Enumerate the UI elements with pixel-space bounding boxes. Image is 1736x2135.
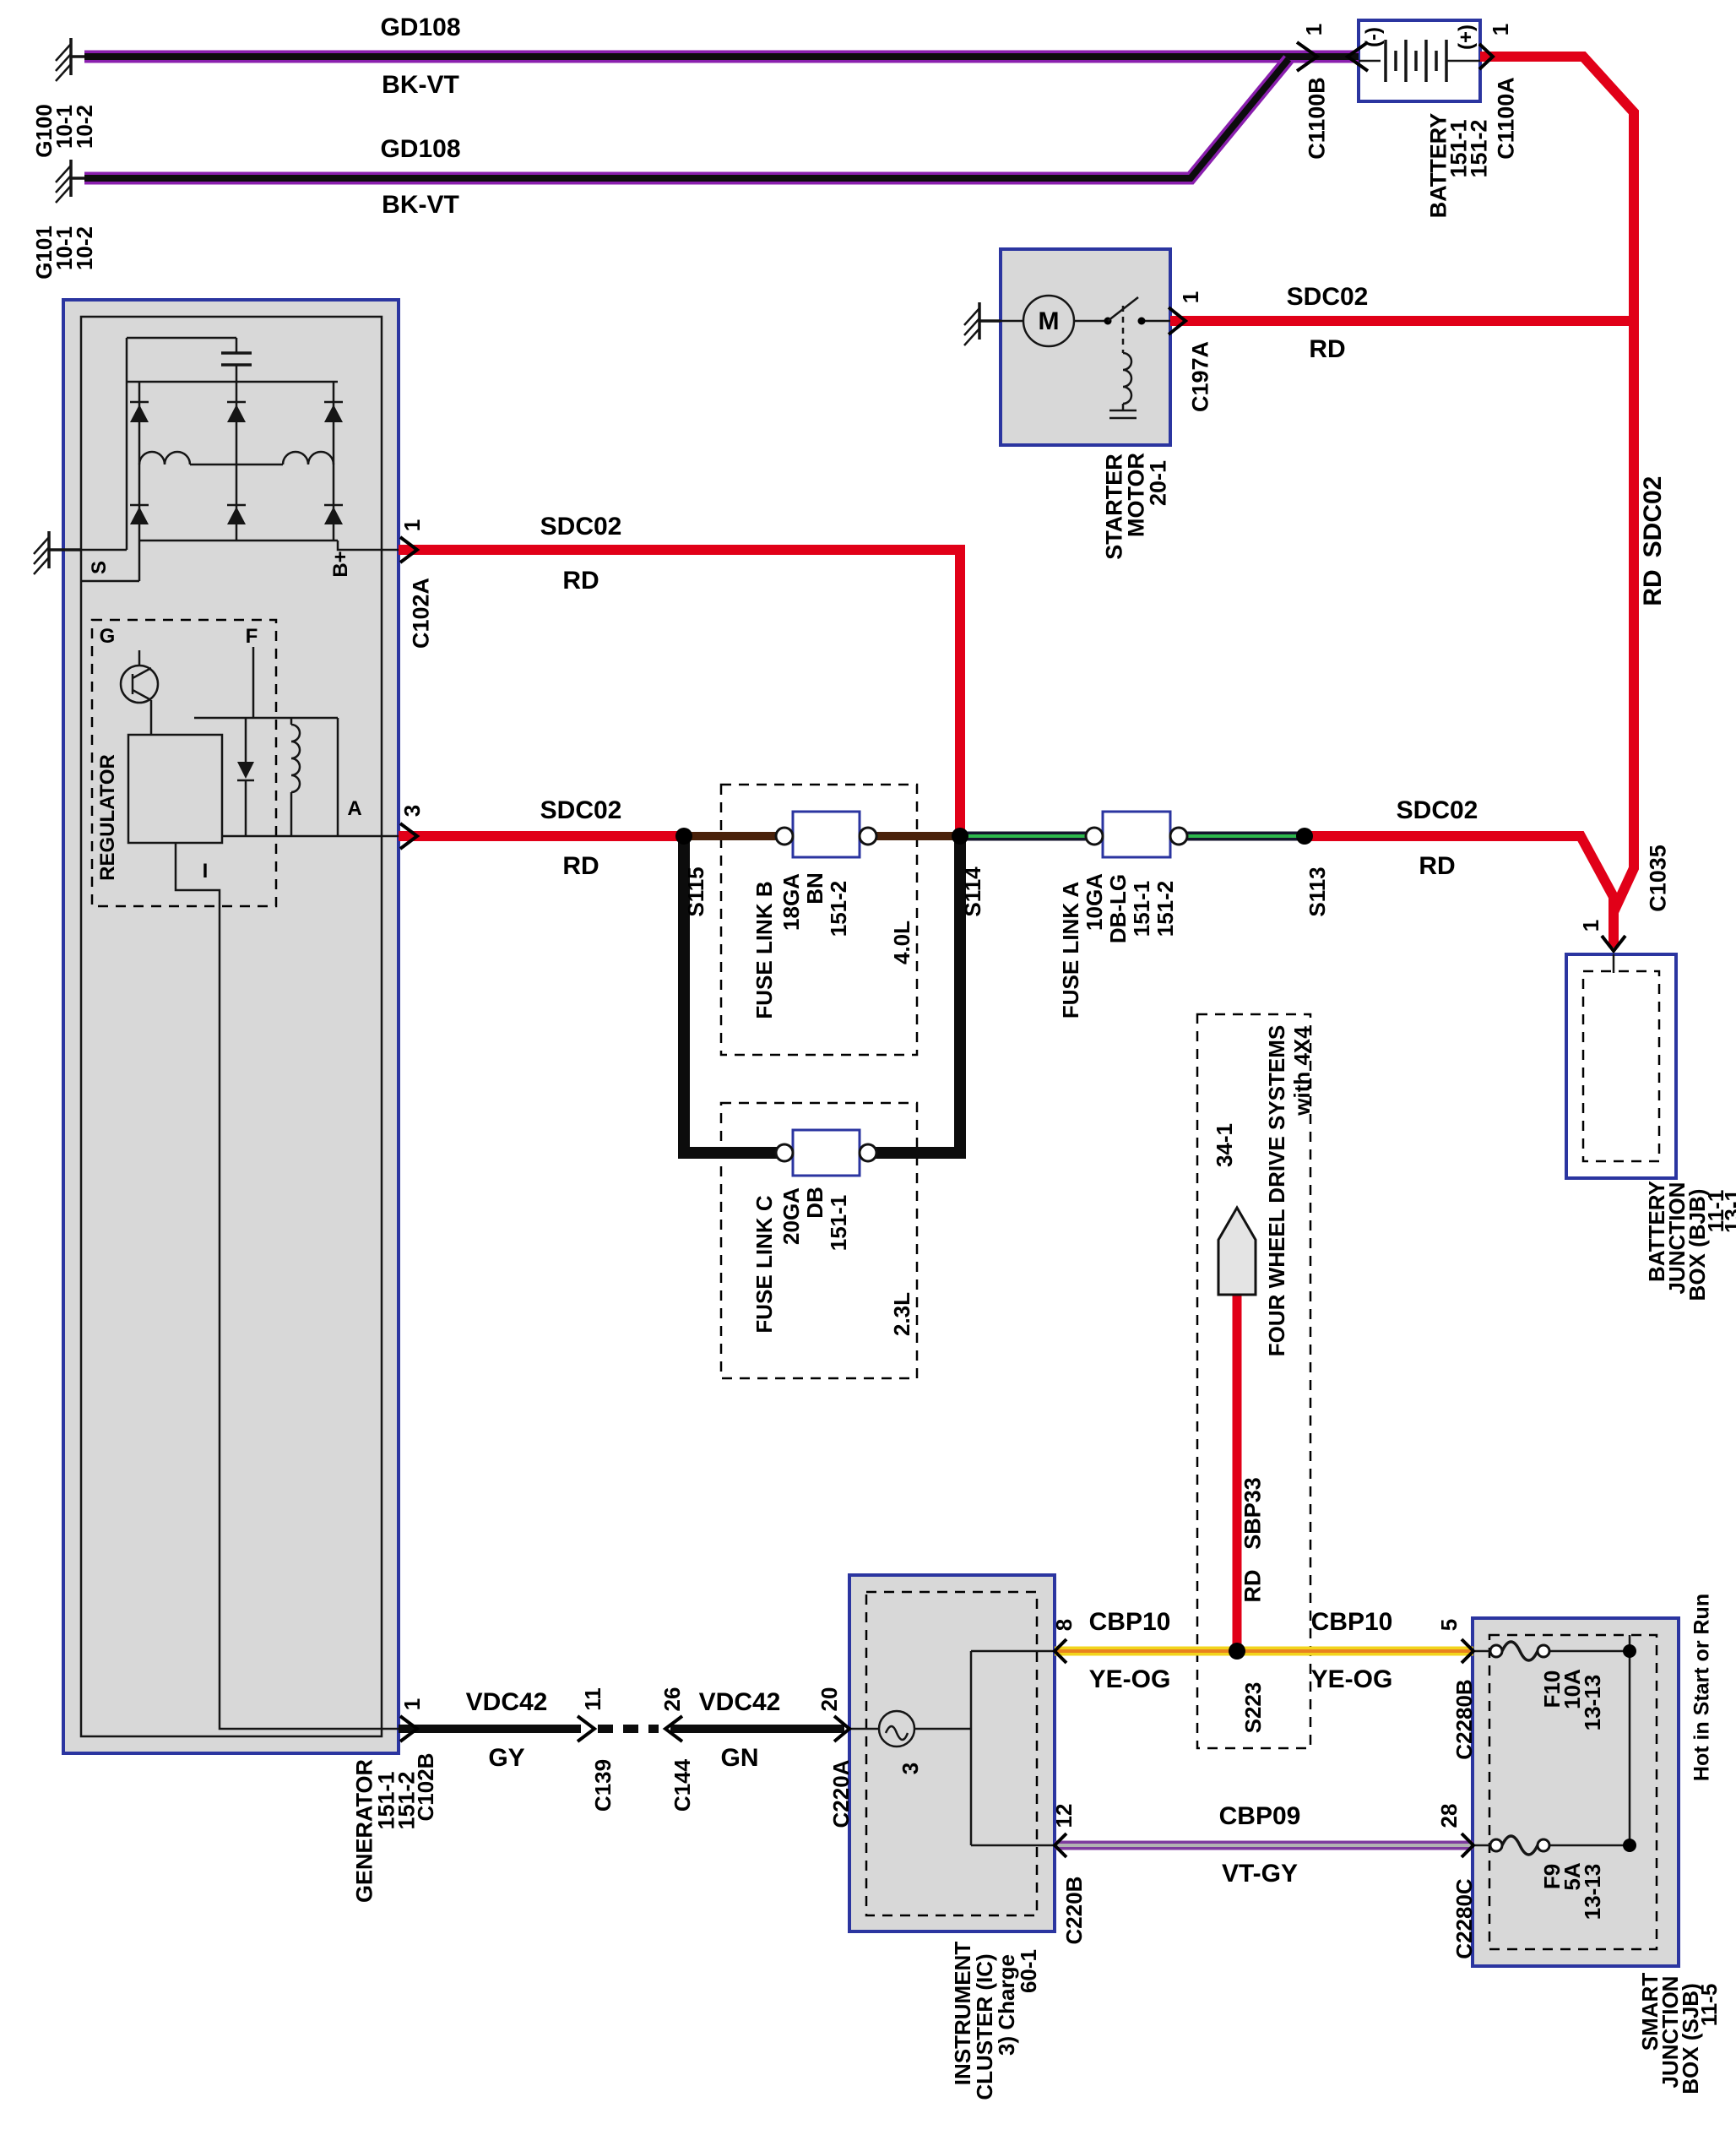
connector-arrow-icons <box>399 41 1627 1859</box>
instrument-cluster-box <box>848 1573 1056 1933</box>
winding-icons <box>138 450 335 466</box>
generator-internals <box>49 336 399 1730</box>
regulator-dashed-box <box>90 618 278 908</box>
fuse-link-a-icon <box>1084 810 1189 859</box>
wire-sdc02-generator-bplus <box>399 545 965 836</box>
regulator-internals <box>119 647 399 1730</box>
smart-junction-box <box>1471 1616 1680 1968</box>
generator-box <box>62 298 400 1755</box>
fuse-link-c-icon <box>774 1128 878 1177</box>
fuse-link-b-icon <box>774 810 878 859</box>
starter-motor-box <box>999 247 1172 447</box>
four-wheel-drive-dashed-box <box>1196 1013 1312 1750</box>
diode-icons <box>130 400 343 524</box>
wire-fuse-link-c-loop <box>678 836 966 1159</box>
fuse-f10-icon <box>1500 1640 1539 1662</box>
instrument-cluster-internals <box>849 1649 1055 1847</box>
ground-icon-generator <box>33 531 81 575</box>
ground-icon-g100 <box>55 38 84 82</box>
wire-sdc02-battery-feed <box>1170 52 1639 948</box>
starter-internals <box>981 294 1170 420</box>
sjb-internals <box>1473 1635 1636 1856</box>
wire-gd108-ground-2 <box>84 55 1294 185</box>
fuse-link-c-dashed-box <box>719 1101 919 1380</box>
fuse-link-b-dashed-box <box>719 783 919 1057</box>
battery-junction-box <box>1565 953 1678 1180</box>
splice-dot-icons <box>675 828 1313 1660</box>
battery-cell-icon <box>1359 40 1480 82</box>
fuse-f9-icon <box>1500 1834 1539 1856</box>
ground-icon-starter <box>963 302 1001 346</box>
ground-icon-g101 <box>55 160 84 204</box>
wire-sdc02-s113-to-bjb <box>1305 831 1619 948</box>
page-reference-arrow-icon <box>1217 1205 1257 1296</box>
